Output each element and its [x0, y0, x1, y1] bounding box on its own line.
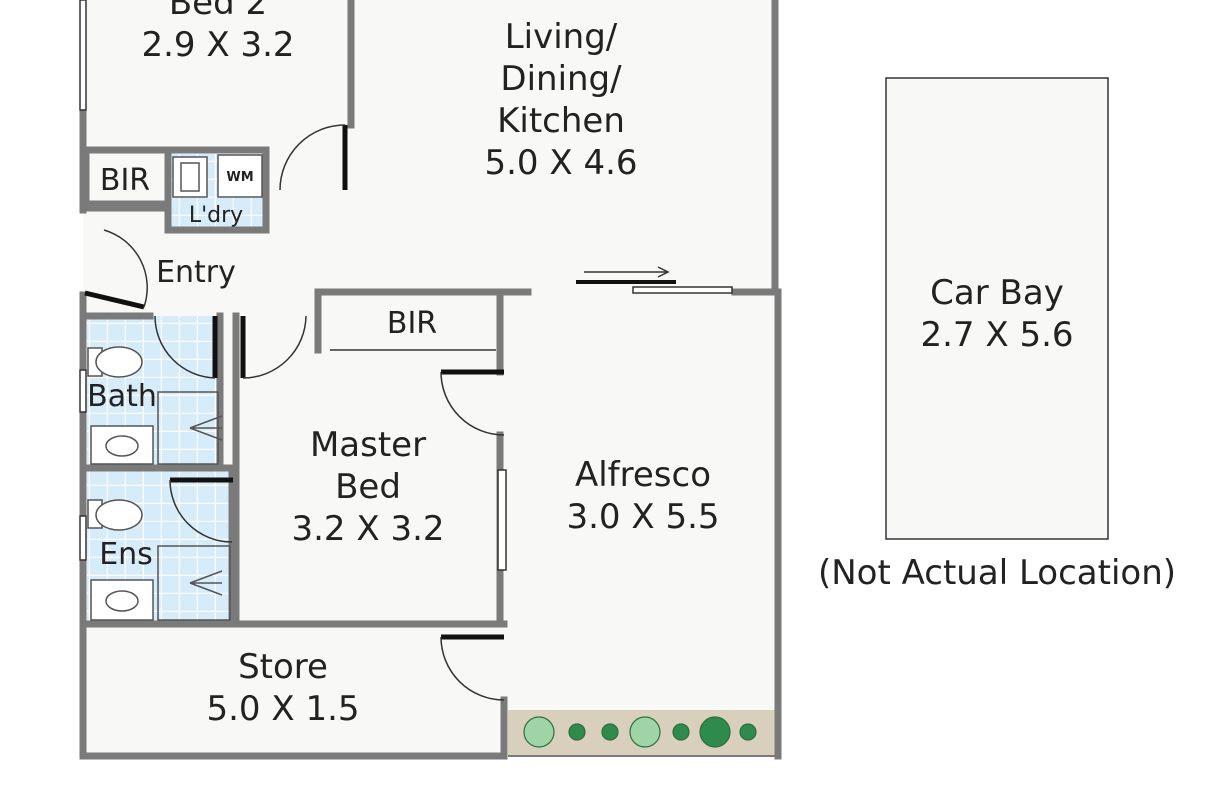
plant-icon — [601, 723, 619, 741]
bath-window — [79, 369, 87, 413]
master-name-line1: Master — [310, 425, 426, 465]
entry-door-leaf — [84, 290, 145, 310]
washing-machine-label: WM — [226, 170, 253, 185]
bed2-window — [79, 0, 87, 111]
plant-icon — [568, 723, 586, 741]
store-door-swing — [440, 636, 505, 701]
laundry-label: L'dry — [189, 203, 243, 228]
plant-icon — [699, 716, 731, 748]
master-door-swing — [242, 315, 307, 379]
laundry-tub-basin — [180, 162, 200, 192]
windows — [79, 0, 507, 571]
bir-master-label: BIR — [387, 306, 437, 341]
alfresco-dims-label: 3.0 X 5.5 — [566, 497, 719, 537]
plant-icon — [739, 723, 757, 741]
alfresco-master-door-swing — [440, 371, 505, 436]
store-dims-label: 5.0 X 1.5 — [206, 689, 359, 729]
ens-door-swing — [169, 479, 233, 543]
upper-floor — [83, 0, 778, 292]
master-window — [497, 469, 507, 571]
bed2-dims-label: 2.9 X 3.2 — [141, 25, 294, 65]
laundry-walls — [164, 146, 270, 234]
ens-shower-head-icon — [189, 570, 223, 596]
car-bay-outline — [885, 77, 1109, 540]
ens-toilet-icon — [95, 499, 143, 531]
entry-label: Entry — [156, 255, 236, 290]
bed2-name-label: Bed 2 — [169, 0, 267, 23]
walls — [79, 0, 782, 760]
car-bay-note: (Not Actual Location) — [818, 553, 1176, 593]
bath-basin-icon — [105, 435, 139, 457]
bed2-door-swing — [279, 124, 346, 191]
alfresco-name-label: Alfresco — [575, 455, 711, 495]
washing-machine — [217, 154, 263, 198]
plant-icon — [672, 723, 690, 741]
floor-fills — [83, 0, 781, 756]
bath-toilet-icon — [95, 346, 143, 378]
bath-door-swing — [154, 315, 216, 379]
master-dims-label: 3.2 X 3.2 — [291, 509, 444, 549]
store-name-label: Store — [238, 647, 328, 687]
ens-shower — [157, 545, 231, 621]
entry-door-swing — [103, 229, 148, 308]
master-name-line2: Bed — [335, 467, 401, 507]
sliding-door-fixed-panel — [632, 286, 733, 294]
ens-basin-icon — [105, 590, 139, 612]
room-labels: Bed 2 2.9 X 3.2 Living/ Dining/ Kitchen … — [87, 0, 1176, 729]
shower-head-icon — [189, 415, 223, 441]
car-bay-dims-label: 2.7 X 5.6 — [920, 315, 1073, 355]
ensuite-label: Ens — [99, 537, 153, 572]
living-dims-label: 5.0 X 4.6 — [484, 143, 637, 183]
plant-icon — [523, 716, 555, 748]
bath-label: Bath — [87, 379, 157, 414]
living-name-line1: Living/ — [505, 17, 618, 57]
bir-top-label: BIR — [100, 163, 150, 198]
garden-plants — [523, 716, 757, 748]
doors — [84, 124, 733, 701]
sliding-arrow-icon — [657, 266, 670, 278]
plant-icon — [629, 716, 661, 748]
ens-window — [79, 515, 87, 561]
car-bay-name-label: Car Bay — [930, 273, 1064, 313]
living-name-line3: Kitchen — [497, 101, 625, 141]
living-name-line2: Dining/ — [500, 59, 622, 99]
fixtures — [87, 154, 263, 621]
